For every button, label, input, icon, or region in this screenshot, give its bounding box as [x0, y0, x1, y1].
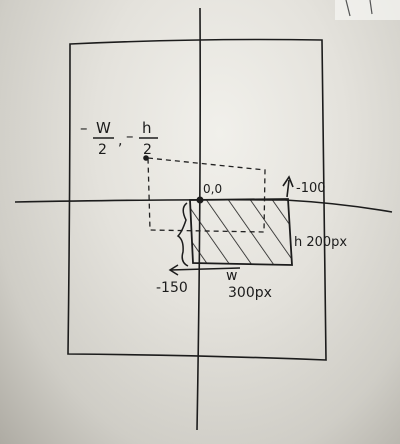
- height-brace: [176, 202, 189, 267]
- arrow-up-icon: [282, 175, 294, 188]
- left-label: -150: [156, 280, 188, 296]
- top-right-label: -100: [296, 181, 326, 196]
- neg-w-denominator: 2: [98, 142, 107, 158]
- neg-h-denominator: 2: [143, 142, 152, 158]
- glare: [335, 0, 400, 20]
- svg-text:,: ,: [118, 133, 122, 149]
- height-label: h 200px: [294, 235, 347, 250]
- origin-dot: [196, 196, 204, 204]
- minus-sign-w: –: [80, 119, 88, 137]
- offset-point: [143, 155, 149, 161]
- height-arrow: [286, 179, 290, 198]
- neg-h-numerator: h: [142, 119, 152, 137]
- arrow-left-icon: [168, 264, 179, 276]
- marker-tray-edge: [345, 0, 351, 17]
- origin-label: 0,0: [203, 182, 222, 196]
- neg-w-numerator: W: [96, 119, 111, 137]
- hatched-rectangle: [189, 198, 293, 266]
- minus-sign-h: –: [126, 127, 134, 145]
- width-label: w: [226, 268, 237, 284]
- width-arrow: [169, 267, 241, 271]
- screen-frame: [67, 38, 327, 361]
- width-value: 300px: [228, 285, 272, 301]
- offset-rectangle: [147, 157, 266, 233]
